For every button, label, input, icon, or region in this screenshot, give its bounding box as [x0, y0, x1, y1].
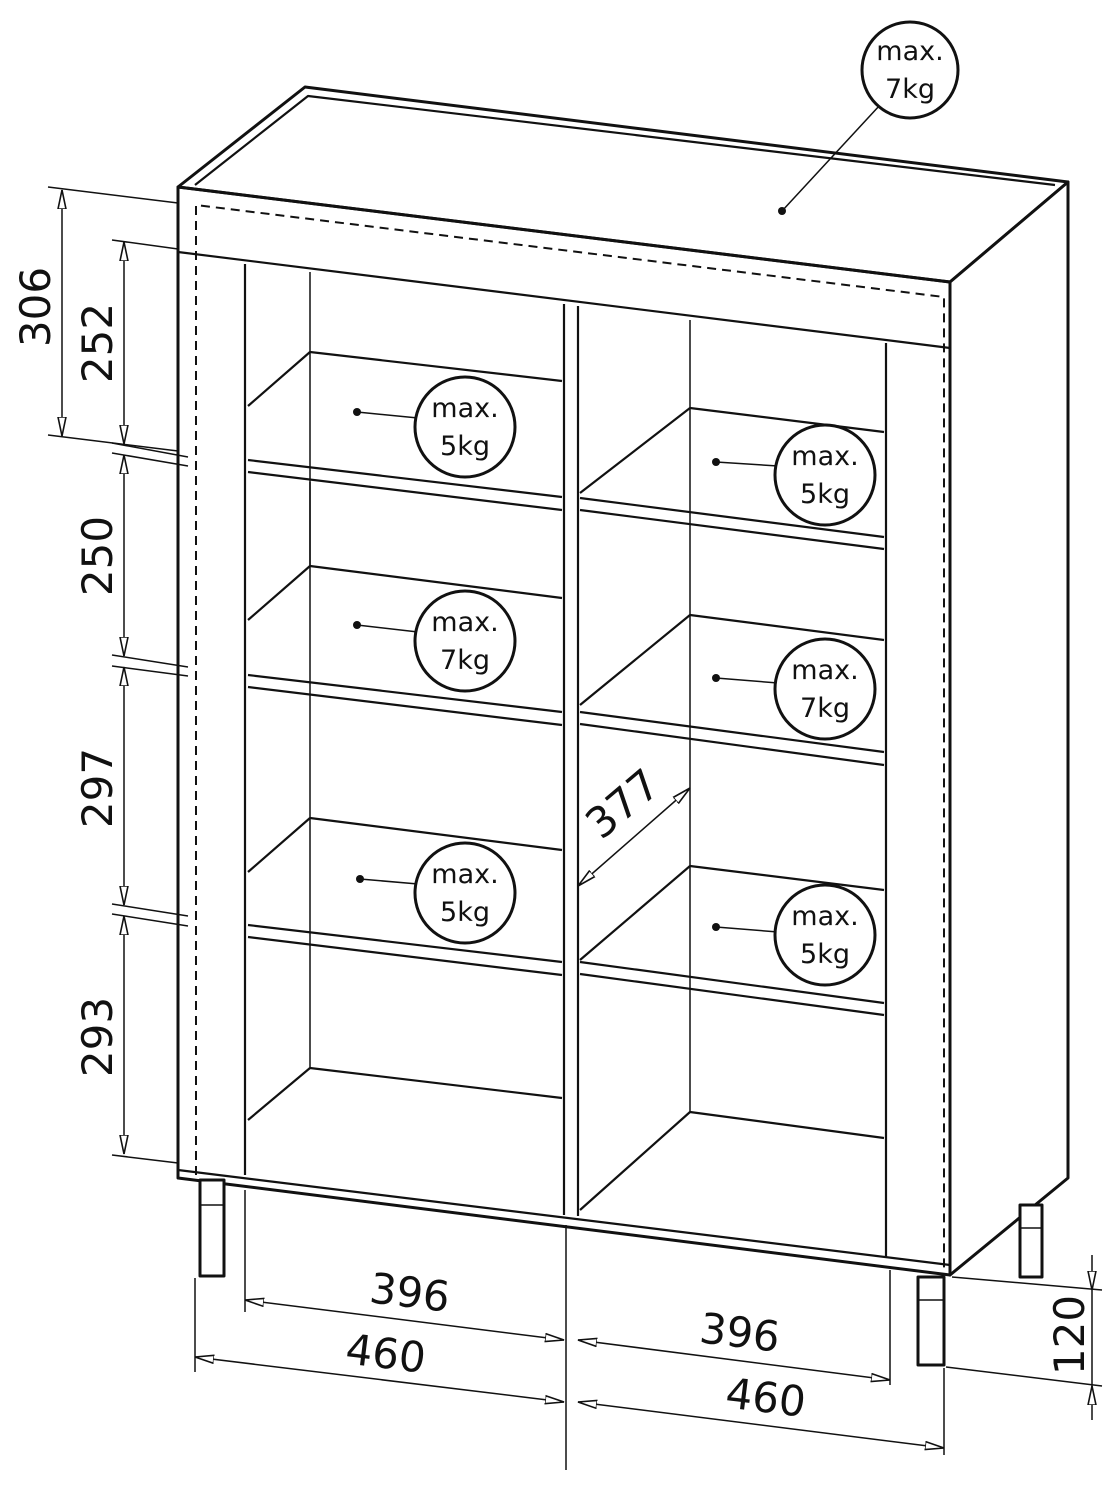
dim-shelf-3: 297 — [73, 748, 122, 828]
front-left-leg — [198, 1178, 226, 1278]
load-max-label: max. — [791, 901, 858, 932]
left-vertical-dimensions: 306 252 250 297 293 — [11, 186, 189, 1164]
load-value-label: 7kg — [800, 693, 850, 724]
load-badge-left-2: max. 7kg — [353, 589, 517, 693]
right-compartments — [579, 320, 885, 1211]
dim-shelf-4: 293 — [73, 997, 122, 1077]
dim-shelf-1: 252 — [73, 303, 122, 383]
load-max-label: max. — [431, 859, 498, 890]
load-value-label: 5kg — [800, 939, 850, 970]
load-badge-left-3: max. 5kg — [356, 841, 517, 945]
dim-leg-height: 120 — [1045, 1295, 1094, 1375]
load-value-label: 5kg — [440, 431, 490, 462]
dim-total-top-height: 306 — [11, 267, 60, 347]
front-right-leg — [916, 1275, 946, 1367]
load-max-label: max. — [791, 441, 858, 472]
load-value-label: 5kg — [800, 479, 850, 510]
load-badge-top: max. 7kg — [778, 20, 960, 215]
bottom-width-dimensions: 396 460 396 460 — [194, 1190, 945, 1470]
left-compartments — [247, 272, 563, 1121]
dim-outer-width-right: 460 — [723, 1368, 809, 1426]
depth-dimension: 377 — [576, 759, 690, 886]
dim-inner-width-right: 396 — [697, 1303, 783, 1361]
dim-shelf-2: 250 — [73, 516, 122, 596]
dim-outer-width-left: 460 — [343, 1324, 429, 1382]
load-badge-left-1: max. 5kg — [353, 375, 517, 479]
load-max-label: max. — [431, 393, 498, 424]
load-value-label: 7kg — [440, 645, 490, 676]
cabinet-legs — [198, 1178, 1044, 1367]
load-badge-right-2: max. 7kg — [712, 637, 877, 741]
load-value-label: 5kg — [440, 897, 490, 928]
dim-inner-width-left: 396 — [367, 1263, 453, 1321]
load-max-label: max. — [431, 607, 498, 638]
load-badge-right-1: max. 5kg — [712, 423, 877, 527]
load-badge-right-3: max. 5kg — [712, 883, 877, 987]
cabinet-body — [176, 85, 1070, 1277]
leg-height-dimension: 120 — [945, 1255, 1103, 1420]
dim-depth-diagonal: 377 — [576, 759, 669, 848]
load-badges: max. 7kg max. 5kg max. 7kg max. 5kg — [353, 20, 960, 987]
load-max-label: max. — [876, 36, 943, 67]
load-max-label: max. — [791, 655, 858, 686]
load-value-label: 7kg — [885, 74, 935, 105]
back-right-leg — [1018, 1203, 1044, 1279]
